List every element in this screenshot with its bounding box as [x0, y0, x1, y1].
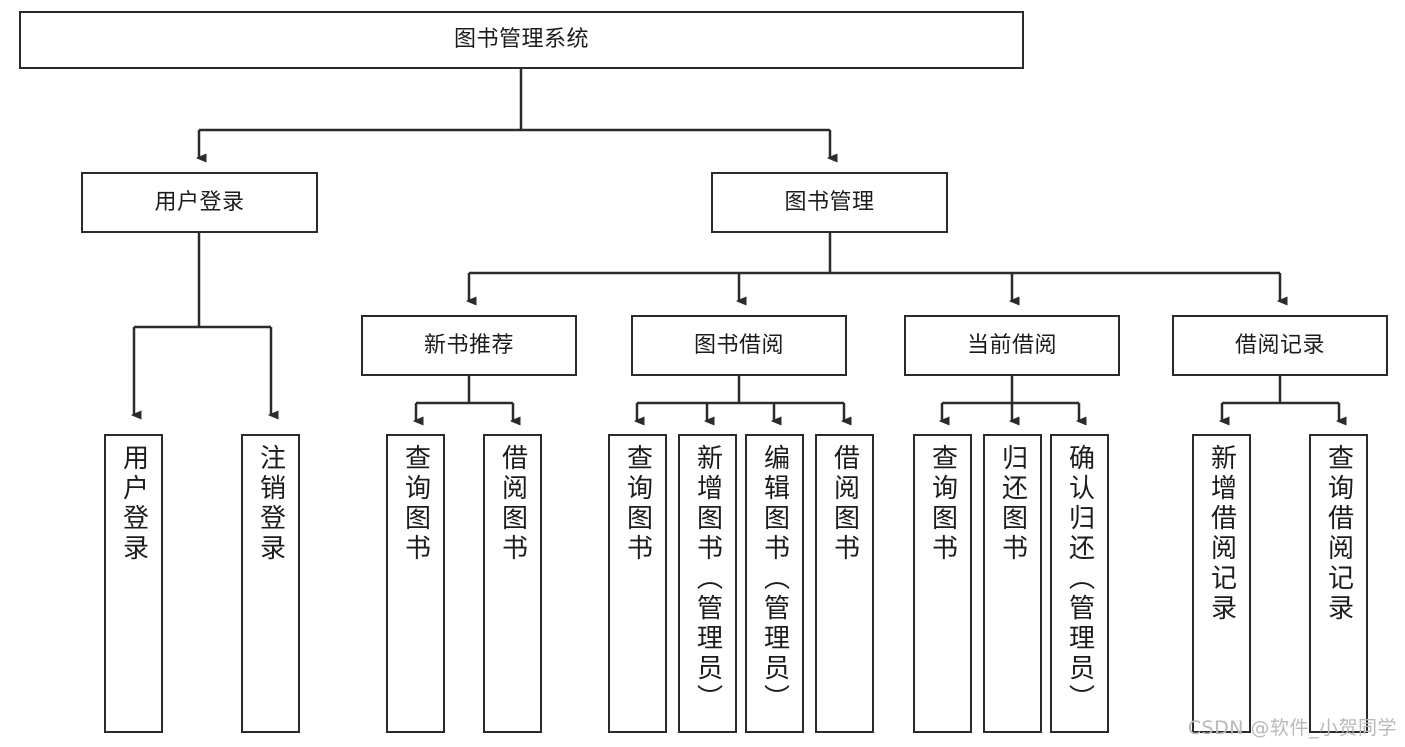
node-book-borrowing[interactable]: 图书借阅 — [631, 315, 847, 376]
leaf-add-borrow-record[interactable]: 新增借阅记录 — [1192, 434, 1251, 733]
node-label: 查询借阅记录 — [1323, 444, 1354, 624]
node-borrow-records[interactable]: 借阅记录 — [1172, 315, 1388, 376]
node-label: 借阅图书 — [497, 444, 528, 564]
leaf-user-login[interactable]: 用户登录 — [104, 434, 163, 733]
leaf-confirm-return-admin[interactable]: 确认归还（管理员） — [1050, 434, 1109, 733]
node-label: 用户登录 — [118, 444, 149, 564]
node-label: 查询图书 — [400, 444, 431, 564]
watermark: CSDN @软件_小贺同学 — [1187, 717, 1397, 739]
leaf-query-book-current[interactable]: 查询图书 — [913, 434, 972, 733]
node-user-login[interactable]: 用户登录 — [81, 172, 318, 233]
node-label: 注销登录 — [255, 444, 286, 564]
node-label: 归还图书 — [997, 444, 1028, 564]
leaf-return-book[interactable]: 归还图书 — [983, 434, 1042, 733]
node-book-management[interactable]: 图书管理 — [711, 172, 948, 233]
node-label: 当前借阅 — [966, 332, 1057, 358]
node-label: 编辑图书（管理员） — [759, 444, 790, 714]
node-label: 用户登录 — [154, 189, 245, 215]
leaf-query-book-newbook[interactable]: 查询图书 — [386, 434, 445, 733]
node-label: 借阅图书 — [829, 444, 860, 564]
node-root-book-management-system[interactable]: 图书管理系统 — [19, 11, 1024, 69]
leaf-query-book-borrowing[interactable]: 查询图书 — [608, 434, 667, 733]
leaf-logout[interactable]: 注销登录 — [241, 434, 300, 733]
node-new-book-recommendation[interactable]: 新书推荐 — [361, 315, 577, 376]
leaf-borrow-book-borrowing[interactable]: 借阅图书 — [815, 434, 874, 733]
leaf-add-book-admin[interactable]: 新增图书（管理员） — [678, 434, 737, 733]
node-label: 确认归还（管理员） — [1064, 444, 1095, 714]
node-label: 借阅记录 — [1234, 332, 1325, 358]
node-current-borrowing[interactable]: 当前借阅 — [904, 315, 1120, 376]
leaf-borrow-book-newbook[interactable]: 借阅图书 — [483, 434, 542, 733]
node-label: 新增图书（管理员） — [692, 444, 723, 714]
leaf-edit-book-admin[interactable]: 编辑图书（管理员） — [745, 434, 804, 733]
node-label: 新增借阅记录 — [1206, 444, 1237, 624]
node-label: 查询图书 — [622, 444, 653, 564]
node-label: 图书借阅 — [693, 332, 784, 358]
node-label: 新书推荐 — [423, 332, 514, 358]
node-label: 图书管理 — [784, 189, 875, 215]
node-label: 查询图书 — [927, 444, 958, 564]
leaf-query-borrow-record[interactable]: 查询借阅记录 — [1309, 434, 1368, 733]
node-label: 图书管理系统 — [453, 27, 589, 53]
